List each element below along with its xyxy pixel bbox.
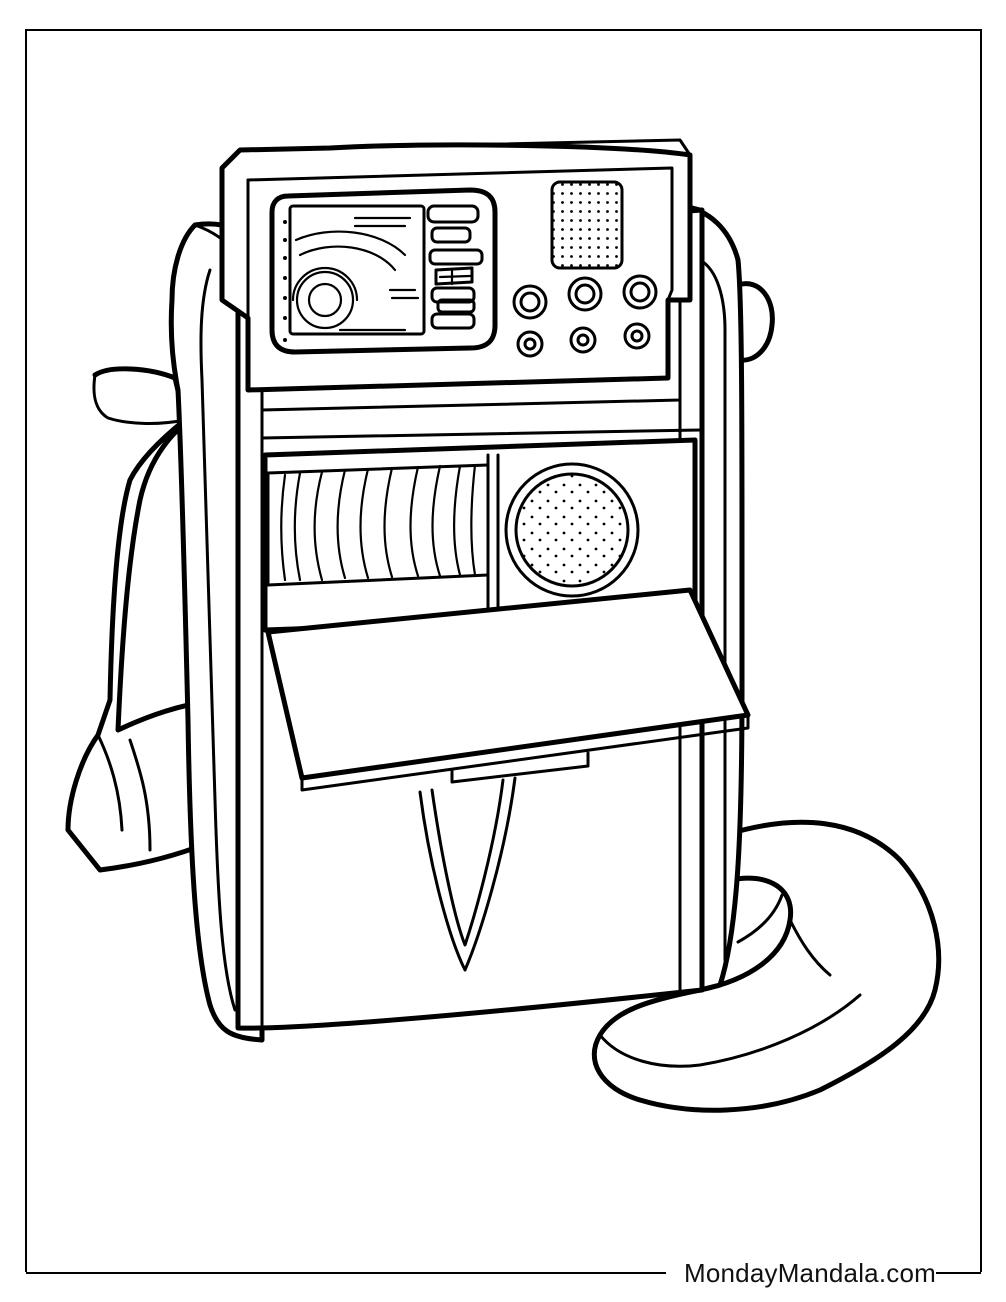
control-knobs [512,274,658,358]
side-knob [735,281,775,363]
round-speaker [504,462,640,598]
footer-rule-right [936,1272,981,1274]
right-side-panel [677,202,745,993]
speaker-grille [550,180,624,270]
screen-buttons [426,204,484,330]
footer-rule-left [26,1272,666,1274]
open-flap [265,587,751,792]
screen-panel [269,187,498,355]
page-border [25,29,982,1272]
right-strap [591,819,942,1113]
tape-compartment [262,437,698,633]
footer: MondayMandala.com [0,1252,1006,1292]
left-strap [65,366,218,873]
screen-side-dots [283,220,287,342]
radar-rings [291,216,420,332]
watermark: MondayMandala.com [684,1258,936,1288]
v-fin [418,776,517,972]
